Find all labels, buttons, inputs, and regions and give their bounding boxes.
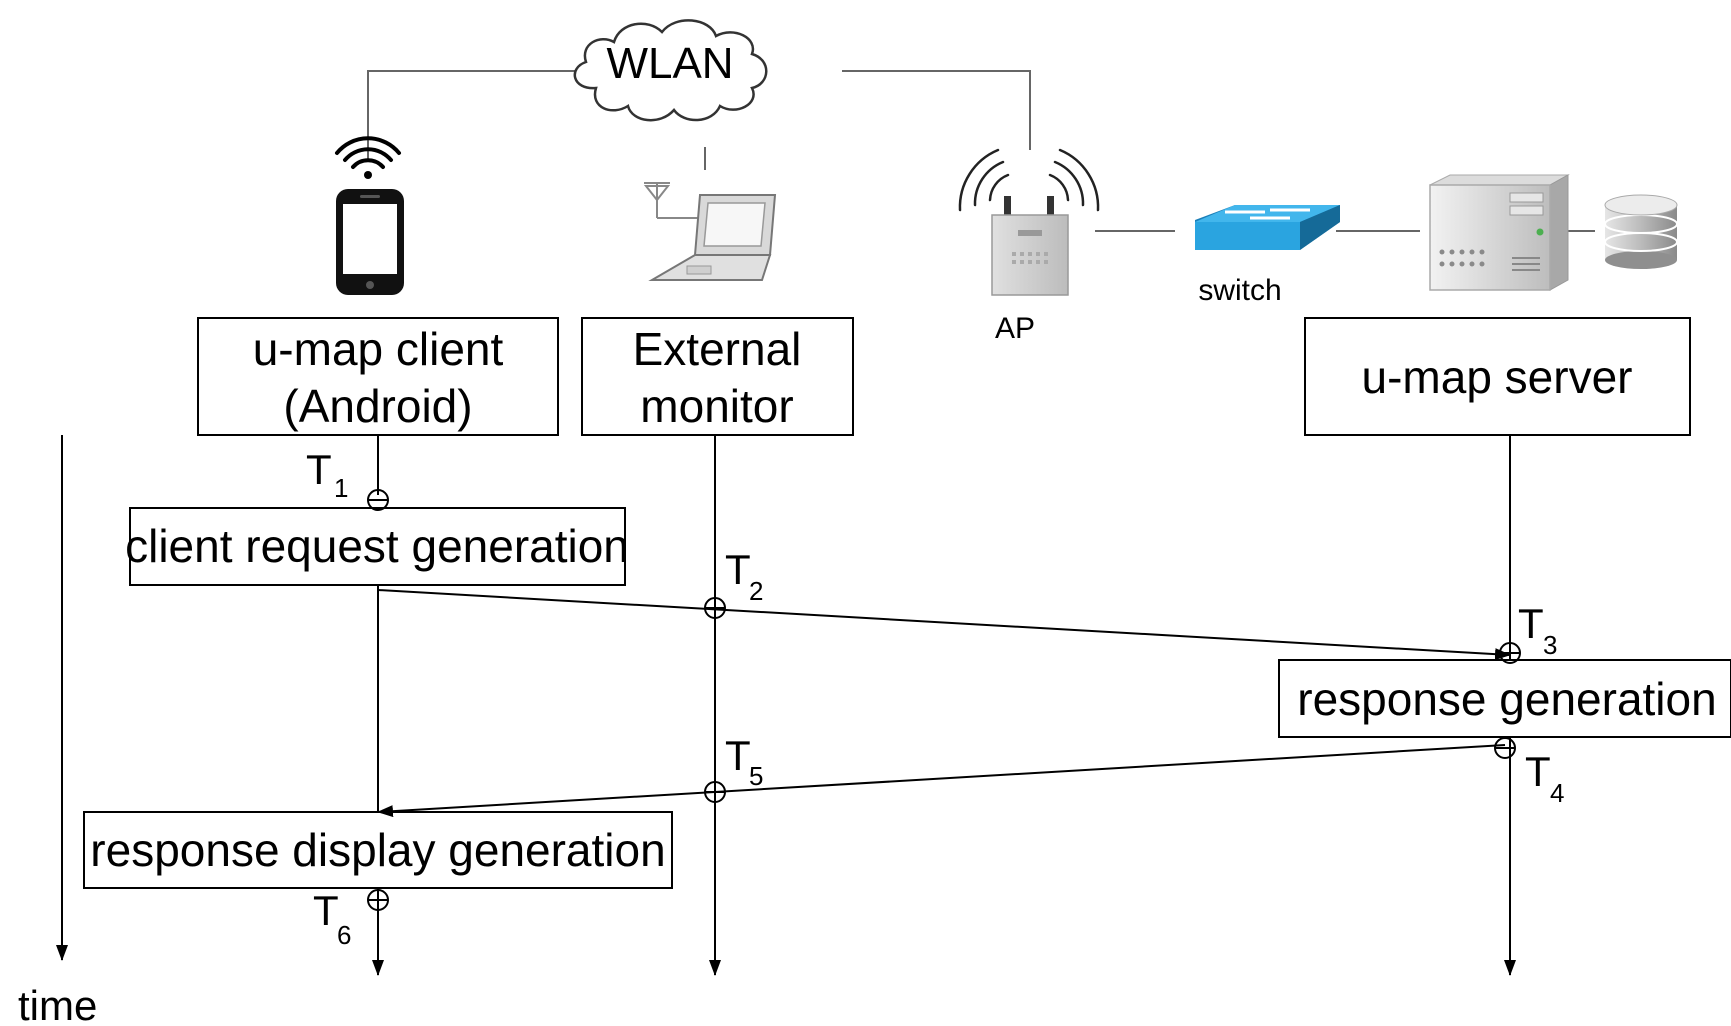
- svg-text:T: T: [1518, 600, 1544, 647]
- monitor-label-line2: monitor: [640, 380, 793, 432]
- svg-text:4: 4: [1550, 778, 1564, 808]
- wlan-label: WLAN: [606, 39, 733, 88]
- t2-marker: [704, 597, 726, 619]
- t3-label: T 3: [1518, 600, 1557, 660]
- server-box: u-map server: [1304, 317, 1691, 436]
- messages: [377, 589, 1511, 818]
- t3-marker: [1499, 642, 1521, 664]
- client-box: u-map client (Android): [197, 317, 559, 436]
- monitor-box: External monitor: [581, 317, 854, 436]
- access-point-icon: AP: [958, 148, 1100, 345]
- svg-text:T: T: [725, 546, 751, 593]
- server-label: u-map server: [1362, 351, 1633, 403]
- wlan-cloud-icon: WLAN: [573, 19, 768, 122]
- t6-marker: [367, 889, 389, 911]
- monitor-label-line1: External: [633, 323, 802, 375]
- svg-text:6: 6: [337, 920, 351, 950]
- request-message-arrow: [377, 589, 1511, 661]
- svg-text:2: 2: [749, 576, 763, 606]
- client-label-line2: (Android): [283, 380, 472, 432]
- svg-text:5: 5: [749, 761, 763, 791]
- t1-marker: [367, 489, 389, 511]
- laptop-icon: [643, 182, 777, 281]
- ap-label: AP: [995, 312, 1035, 345]
- response-display-label: response display generation: [90, 824, 665, 876]
- t6-label: T 6: [313, 887, 351, 950]
- client-request-box: client request generation: [125, 507, 629, 586]
- svg-text:T: T: [313, 887, 339, 934]
- t1-label: T 1: [306, 446, 348, 503]
- svg-text:1: 1: [334, 473, 348, 503]
- t5-marker: [704, 781, 726, 803]
- svg-text:T: T: [306, 446, 332, 493]
- client-request-label: client request generation: [125, 520, 629, 572]
- svg-text:T: T: [725, 732, 751, 779]
- svg-text:T: T: [1525, 748, 1551, 795]
- time-axis-label: time: [18, 982, 97, 1026]
- timestamp-markers: [367, 489, 1521, 911]
- antenna-icon: [643, 182, 700, 219]
- client-label-line1: u-map client: [253, 323, 504, 375]
- response-generation-box: response generation: [1278, 659, 1731, 738]
- smartphone-icon: [335, 136, 404, 295]
- database-icon: [1604, 194, 1678, 269]
- switch-label: switch: [1198, 274, 1281, 307]
- network-connectors: [367, 70, 1595, 232]
- response-display-box: response display generation: [83, 811, 673, 889]
- lifelines: [56, 435, 1516, 976]
- response-message-arrow: [377, 744, 1506, 818]
- timestamp-labels: T 1 T 2 T 3 T 4 T 5 T 6: [306, 446, 1564, 950]
- t5-label: T 5: [725, 732, 763, 791]
- t2-label: T 2: [725, 546, 763, 606]
- t4-label: T 4: [1525, 748, 1564, 808]
- switch-icon: switch: [1195, 205, 1340, 307]
- wifi-signal-icon: [335, 136, 401, 179]
- svg-text:3: 3: [1543, 630, 1557, 660]
- response-generation-label: response generation: [1297, 673, 1716, 725]
- t4-marker: [1494, 737, 1516, 759]
- server-icon: [1429, 174, 1570, 291]
